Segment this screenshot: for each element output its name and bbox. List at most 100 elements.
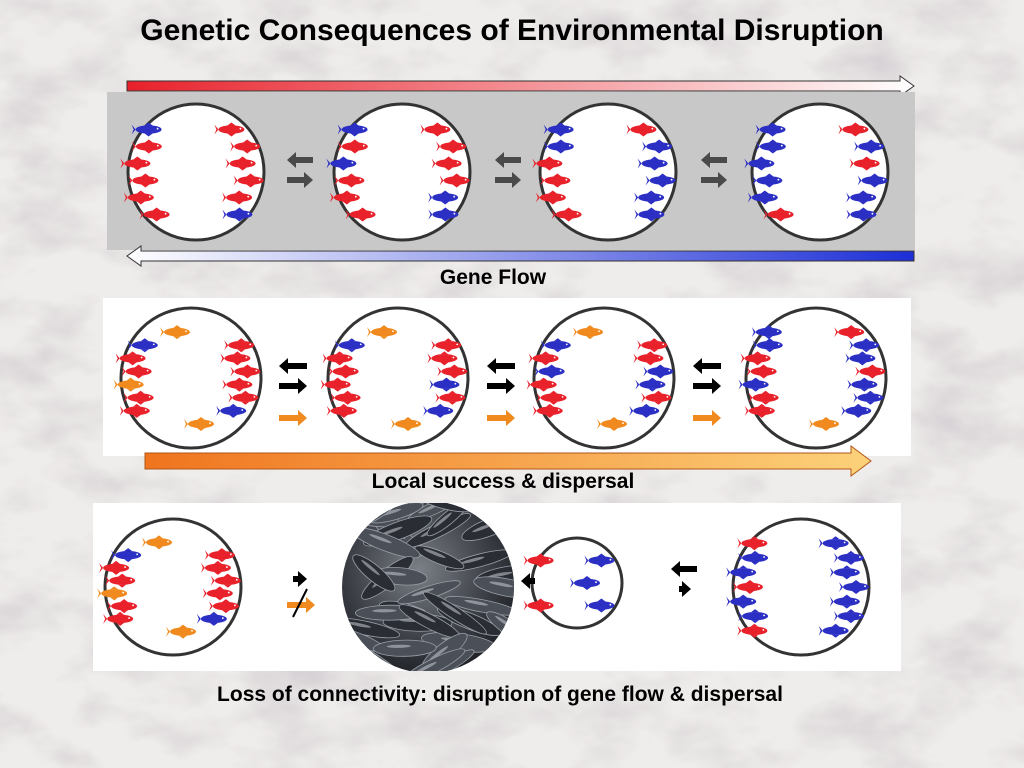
fish-icon: [523, 553, 554, 568]
fish-icon: [846, 207, 877, 222]
left-flow-arrow: [693, 358, 721, 374]
fish-icon: [326, 156, 357, 171]
fish-icon: [597, 416, 627, 431]
fish-icon: [584, 598, 615, 613]
fish-icon: [131, 122, 162, 137]
fish-icon: [847, 377, 878, 392]
fish-icon: [732, 580, 763, 594]
gene-flow-caption: Gene Flow: [439, 266, 547, 289]
fish-icon: [726, 594, 757, 609]
fish-icon: [540, 173, 571, 188]
fish-icon: [641, 390, 672, 405]
fish-icon: [642, 139, 673, 154]
population-circle: [738, 306, 888, 450]
fish-icon: [210, 573, 241, 588]
population-circle: [744, 102, 890, 242]
fish-icon: [334, 173, 365, 188]
fish-icon: [220, 351, 251, 366]
fish-icon: [97, 586, 128, 601]
fish-icon: [633, 351, 664, 366]
fish-icon: [119, 403, 150, 418]
fish-icon: [322, 351, 353, 366]
fish-icon: [420, 122, 451, 137]
right-flow-arrow: [679, 581, 691, 597]
fish-icon: [737, 623, 768, 638]
school-fish-shape: [399, 648, 466, 671]
population-circle: [532, 102, 678, 242]
fish-icon: [222, 207, 253, 222]
dispersal-orange-arrow: [487, 410, 515, 426]
fish-icon: [216, 403, 247, 418]
fish-icon: [855, 364, 886, 379]
fish-icon: [328, 364, 359, 379]
population-circle: [526, 306, 676, 450]
blocked-dispersal-arrow: [287, 597, 315, 613]
fish-icon: [755, 139, 786, 154]
fish-icon: [329, 190, 360, 205]
fish-icon: [737, 536, 768, 551]
blocked-slash: [292, 588, 308, 618]
school-fish-shape: [373, 639, 437, 657]
left-flow-arrow: [487, 358, 515, 374]
fish-icon: [833, 550, 864, 565]
local-success-populations: [113, 306, 888, 450]
left-flow-arrow: [279, 358, 307, 374]
fish-icon: [534, 364, 565, 379]
fish-icon: [337, 139, 368, 154]
fish-icon: [645, 173, 676, 188]
fish-icon: [139, 207, 170, 222]
population-circle: [320, 306, 470, 450]
dispersal-orange-arrow: [693, 410, 721, 426]
dispersal-orange-arrow: [279, 410, 307, 426]
fish-icon: [845, 351, 876, 366]
school-fish-shape: [352, 554, 396, 592]
fish-icon: [818, 623, 849, 638]
fish-icon: [391, 416, 421, 431]
fish-icon: [532, 403, 563, 418]
fish-icon: [435, 390, 466, 405]
fish-icon: [629, 403, 660, 418]
fish-icon: [635, 377, 666, 392]
fish-icon: [751, 325, 782, 340]
fish-icon: [202, 586, 233, 601]
fish-icon: [320, 377, 351, 392]
fish-icon: [103, 611, 134, 626]
school-fish-shape: [414, 545, 465, 570]
fish-icon: [540, 338, 571, 353]
loss-connectivity-populations: [97, 503, 871, 671]
fish-icon: [107, 599, 138, 614]
fish-icon: [230, 364, 261, 379]
fish-icon: [105, 573, 136, 588]
fish-icon: [428, 207, 459, 222]
fish-icon: [326, 403, 357, 418]
fish-icon: [551, 207, 582, 222]
fish-icon: [439, 173, 470, 188]
fish-icon: [214, 122, 245, 137]
population-circle: [120, 102, 266, 242]
fish-icon: [634, 207, 665, 222]
fish-icon: [208, 599, 239, 614]
fish-icon: [726, 565, 757, 580]
fish-icon: [222, 190, 253, 205]
fish-icon: [543, 122, 574, 137]
gene-flow-panel: [107, 92, 915, 250]
fish-icon: [115, 351, 146, 366]
fish-icon: [849, 338, 880, 353]
fish-icon: [854, 139, 885, 154]
fish-icon: [744, 403, 775, 418]
fish-icon: [131, 139, 162, 154]
fish-icon: [626, 122, 657, 137]
gene-flow-arrow-bottom: [126, 245, 915, 267]
fish-icon: [643, 364, 674, 379]
fish-icon: [829, 594, 860, 609]
fish-icon: [142, 535, 172, 550]
fish-icon: [423, 403, 454, 418]
fish-icon: [123, 390, 154, 405]
fish-icon: [738, 550, 769, 565]
page-title: Genetic Consequences of Environmental Di…: [140, 14, 884, 47]
fish-icon: [337, 122, 368, 137]
left-flow-arrow: [287, 152, 313, 168]
right-flow-arrow: [495, 172, 521, 188]
fish-icon: [160, 325, 190, 340]
fish-icon: [834, 325, 865, 340]
